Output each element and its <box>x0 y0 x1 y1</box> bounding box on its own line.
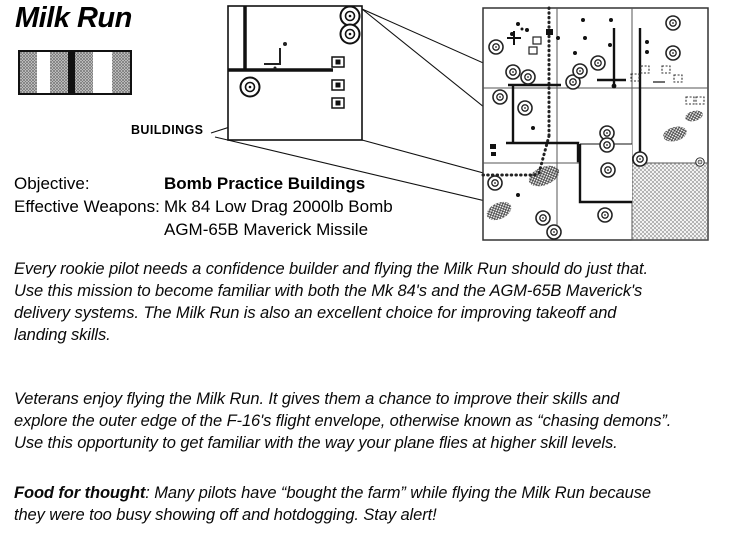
inset-target-circles <box>239 5 361 98</box>
weapons-label: Effective Weapons: <box>14 197 160 216</box>
mission-ribbon-icon <box>18 50 132 95</box>
inset-map <box>227 5 363 141</box>
objective-value: Bomb Practice Buildings <box>164 174 366 193</box>
forest-patches <box>486 110 703 221</box>
target-area-hatched <box>631 162 709 241</box>
building-icons <box>490 29 553 156</box>
text-line: explore the outer edge of the F-16's fli… <box>14 412 672 430</box>
text-line: Every rookie pilot needs a confidence bu… <box>14 260 648 278</box>
text-line: Food for thought: Many pilots have “boug… <box>14 482 726 504</box>
page-title: Milk Run <box>15 2 132 34</box>
food-for-thought-lead: Food for thought <box>14 484 146 502</box>
paragraph-intro: Every rookie pilot needs a confidence bu… <box>14 258 726 346</box>
dashed-building-icons <box>630 65 705 105</box>
buildings-callout-label: BUILDINGS <box>131 123 204 137</box>
runway-icon <box>264 42 287 70</box>
airfield-cross-icon <box>507 27 524 45</box>
text-line: Use this opportunity to get familiar wit… <box>14 434 618 452</box>
text-line: landing skills. <box>14 326 111 344</box>
text-line: Veterans enjoy flying the Milk Run. It g… <box>14 390 620 408</box>
terrain-dots <box>510 18 649 197</box>
overview-map <box>481 6 709 241</box>
inset-roads <box>228 6 333 72</box>
practice-buildings-icons <box>331 56 345 109</box>
weapon-item: AGM-65B Maverick Missile <box>164 220 369 239</box>
food-for-thought-rest: : Many pilots have “bought the farm” whi… <box>145 484 651 502</box>
objective-label: Objective: <box>14 174 90 193</box>
text-line: delivery systems. The Milk Run is also a… <box>14 304 617 322</box>
weapon-item: Mk 84 Low Drag 2000lb Bomb <box>164 197 393 216</box>
spacer-cell <box>14 218 164 241</box>
text-line: they were too busy showing off and hotdo… <box>14 506 437 524</box>
mission-map-graphic <box>210 5 709 241</box>
mission-summary: Objective: Bomb Practice Buildings Effec… <box>14 172 393 241</box>
roads <box>506 28 665 163</box>
paragraph-food-for-thought: Food for thought: Many pilots have “boug… <box>14 482 726 526</box>
paragraph-veterans: Veterans enjoy flying the Milk Run. It g… <box>14 388 726 454</box>
text-line: Use this mission to become familiar with… <box>14 282 643 300</box>
